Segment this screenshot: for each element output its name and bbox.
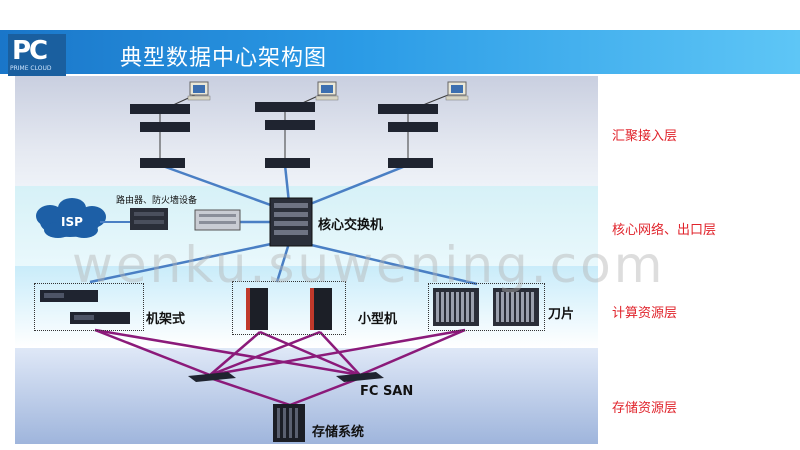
fc-san-switch-icon xyxy=(188,372,384,382)
router-firewall-label: 路由器、防火墙设备 xyxy=(116,196,198,206)
logo-text: PRIME CLOUD xyxy=(10,65,52,72)
link-core-agg-left xyxy=(159,163,291,214)
isp-cloud-icon: ISP xyxy=(36,198,106,238)
switch-icon xyxy=(255,102,315,112)
rack-label: 机架式 xyxy=(146,312,186,327)
switch-icon xyxy=(140,158,185,168)
storage-layer-band xyxy=(15,348,598,444)
switch-stack-left xyxy=(130,81,211,168)
core-switch-icon xyxy=(269,197,313,247)
rack-group-box xyxy=(34,283,144,331)
layer-label-aggregation: 汇聚接入层 xyxy=(612,129,678,144)
title-bar xyxy=(0,30,800,74)
prime-cloud-logo: PC PRIME CLOUD xyxy=(8,34,66,76)
fc-san-label: FC SAN xyxy=(360,384,414,399)
switch-stack-center xyxy=(255,81,339,168)
switch-icon xyxy=(130,104,190,114)
core-switch-label: 核心交换机 xyxy=(318,218,384,233)
link-core-blade xyxy=(289,238,478,286)
blade-slots xyxy=(436,292,534,322)
watermark: wenku.suwening.com xyxy=(72,236,666,294)
blade-label: 刀片 xyxy=(548,307,575,322)
switch-icon xyxy=(388,122,438,132)
switch-icon xyxy=(140,122,190,132)
rack-server-icon xyxy=(40,290,130,324)
layer-label-compute: 计算资源层 xyxy=(612,306,678,321)
link-core-rack xyxy=(89,238,291,284)
logo-mark: PC xyxy=(12,36,48,66)
switch-icon xyxy=(378,104,438,114)
isp-label: ISP xyxy=(61,215,83,229)
page-title: 典型数据中心架构图 xyxy=(120,46,328,71)
blade-group-box xyxy=(428,283,545,331)
minicomputer-icon xyxy=(246,288,332,330)
layer-label-storage: 存储资源层 xyxy=(612,401,678,416)
switch-icon xyxy=(265,158,310,168)
minicomputer-group-box xyxy=(232,281,346,335)
link-core-minicomputer xyxy=(275,239,292,283)
switch-stack-right xyxy=(378,81,469,168)
switch-icon xyxy=(265,120,315,130)
router-icon xyxy=(130,208,168,230)
san-links xyxy=(94,328,466,407)
minicomputer-label: 小型机 xyxy=(358,312,398,327)
storage-system-label: 存储系统 xyxy=(312,425,365,440)
firewall-icon xyxy=(194,209,241,231)
storage-array-icon xyxy=(273,404,305,442)
switch-icon xyxy=(388,158,433,168)
layer-label-core: 核心网络、出口层 xyxy=(612,223,717,238)
